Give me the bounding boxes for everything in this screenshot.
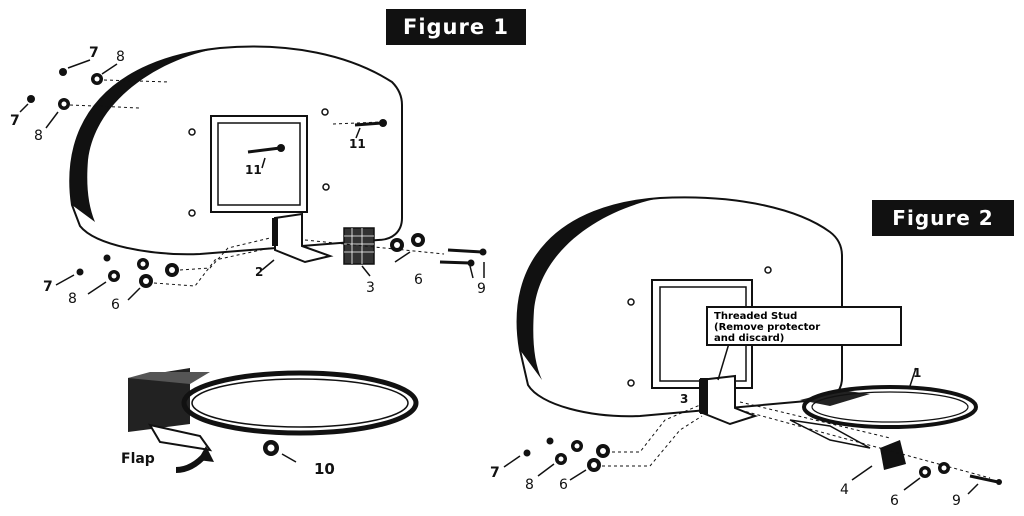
figure1-right-hardware [304, 233, 487, 279]
figure1-bolt-11 [247, 119, 387, 169]
figure1-lower-hardware [55, 237, 271, 301]
threaded-stud-callout: Threaded Stud (Remove protector and disc… [706, 306, 902, 346]
label-8: 8 [525, 477, 534, 493]
figure2-lower-hardware [503, 404, 703, 481]
label-6: 6 [111, 297, 120, 313]
label-4: 4 [840, 482, 849, 498]
callout-line1: Threaded Stud [714, 311, 798, 322]
label-7: 7 [490, 465, 500, 481]
label-2: 2 [255, 265, 264, 279]
label-7: 7 [89, 45, 99, 61]
label-6: 6 [414, 272, 423, 288]
flap-label: Flap [121, 451, 155, 467]
figure2-rim [739, 367, 991, 479]
rim-detail [128, 368, 419, 473]
figure1-backboard [69, 45, 403, 256]
figure1-bracket-2 [261, 212, 334, 271]
label-1: 1 [913, 366, 922, 380]
label-7: 7 [43, 279, 53, 295]
label-3: 3 [366, 280, 375, 296]
callout-line2: (Remove protector [714, 322, 821, 333]
figure2-title: Figure 2 [872, 200, 1014, 236]
figure1-title: Figure 1 [386, 9, 526, 45]
label-6: 6 [559, 477, 568, 493]
figure2-bracket [699, 339, 758, 426]
label-6: 6 [890, 493, 899, 509]
label-7: 7 [10, 113, 20, 129]
label-9: 9 [952, 493, 961, 509]
figure2-right-hardware [851, 462, 1002, 495]
figure2-backboard [516, 196, 843, 418]
label-8: 8 [116, 49, 125, 65]
label-10: 10 [314, 460, 335, 478]
label-8: 8 [34, 128, 43, 144]
label-8: 8 [68, 291, 77, 307]
label-3: 3 [680, 392, 689, 406]
label-9: 9 [477, 281, 486, 297]
figure1-top-hardware [19, 59, 171, 129]
label-11: 11 [349, 137, 366, 151]
label-11: 11 [245, 163, 262, 177]
callout-line3: and discard) [714, 333, 785, 344]
figure1-plate-3 [343, 227, 375, 277]
